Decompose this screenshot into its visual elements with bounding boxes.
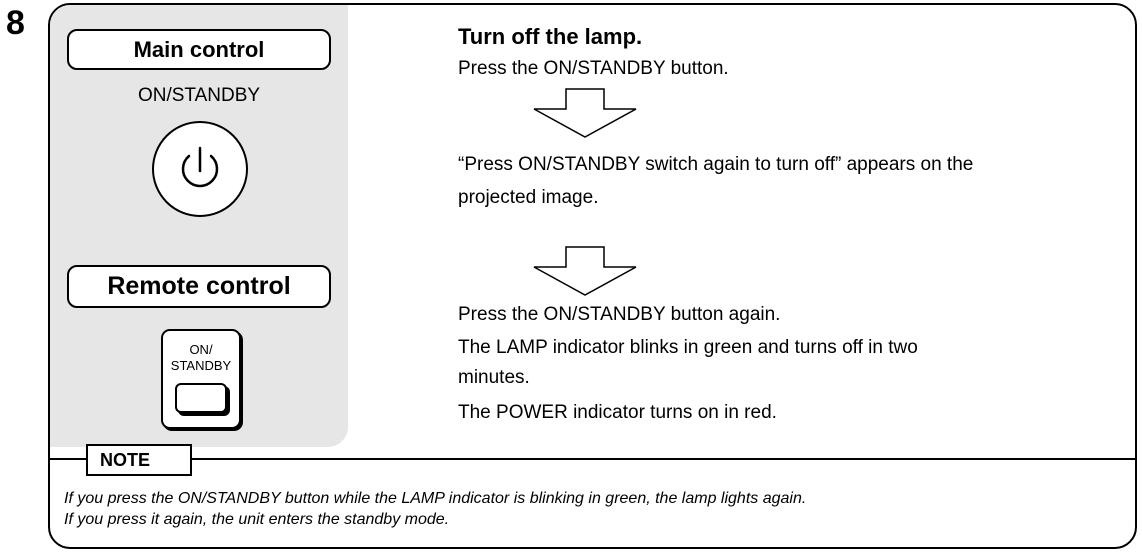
instruction-frame: Main control ON/STANDBY Remote control O… — [48, 3, 1137, 549]
down-arrow-icon — [533, 246, 637, 296]
step2-text-line2: projected image. — [458, 187, 599, 208]
main-power-button[interactable] — [152, 121, 248, 217]
step1-text: Press the ON/STANDBY button. — [458, 58, 729, 79]
remote-control-label: Remote control — [67, 265, 331, 308]
note-divider — [50, 458, 1135, 460]
step-number: 8 — [6, 4, 25, 42]
step3-text-line2: The LAMP indicator blinks in green and t… — [458, 337, 918, 358]
remote-button-key[interactable] — [175, 383, 227, 413]
step3-text-line3: minutes. — [458, 367, 530, 388]
step-heading: Turn off the lamp. — [458, 24, 643, 49]
main-control-label: Main control — [67, 29, 331, 70]
remote-button-label-line1: ON/ — [189, 342, 213, 357]
remote-button-label-line2: STANDBY — [170, 358, 232, 373]
step3-text-line1: Press the ON/STANDBY button again. — [458, 304, 781, 325]
on-standby-label: ON/STANDBY — [137, 85, 261, 106]
step2-text-line1: “Press ON/STANDBY switch again to turn o… — [458, 154, 974, 175]
remote-on-standby-button[interactable]: ON/ STANDBY — [161, 329, 241, 429]
power-icon — [181, 146, 219, 188]
note-text-line2: If you press it again, the unit enters t… — [64, 511, 450, 528]
note-title: NOTE — [86, 444, 192, 476]
step3-text-line4: The POWER indicator turns on in red. — [458, 402, 777, 423]
controls-panel: Main control ON/STANDBY Remote control O… — [50, 5, 348, 447]
down-arrow-icon — [533, 88, 637, 138]
note-text-line1: If you press the ON/STANDBY button while… — [64, 490, 807, 507]
